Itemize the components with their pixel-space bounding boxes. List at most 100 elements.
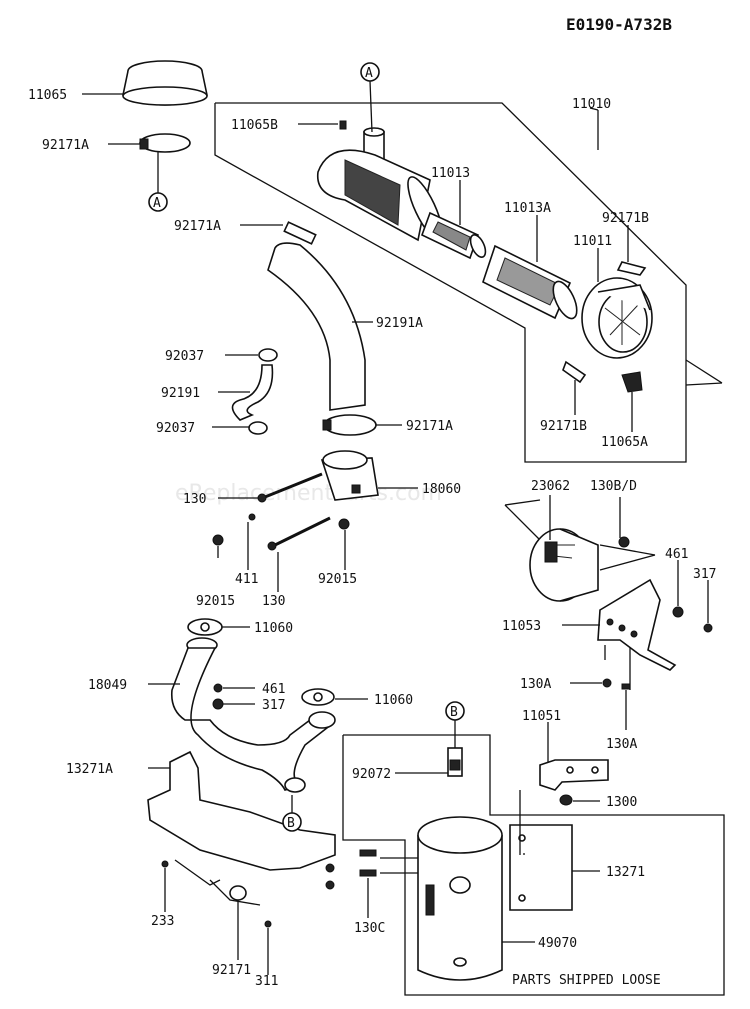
label-461-pipe: 461 — [262, 682, 285, 697]
label-18060: 18060 — [422, 482, 461, 497]
exhaust-group-frame — [174, 859, 261, 906]
part-130a-bolt-upper[interactable] — [602, 678, 612, 688]
part-130-bolt-upper[interactable] — [257, 472, 323, 503]
shipped-loose-note: PARTS SHIPPED LOOSE — [512, 973, 661, 988]
part-13271-plate[interactable] — [509, 824, 573, 911]
label-92015-left: 92015 — [196, 594, 235, 609]
part-317-washer-pipe[interactable] — [212, 698, 224, 710]
part-92171a-clamp-top[interactable] — [139, 133, 191, 153]
part-11065-cap[interactable] — [122, 60, 208, 106]
part-92015-nut-right[interactable] — [338, 518, 350, 530]
part-18060-elbow[interactable] — [320, 450, 379, 501]
part-11051-bracket[interactable] — [539, 759, 609, 791]
part-92171a-clamp-lower[interactable] — [322, 414, 377, 436]
watermark: eReplacementParts.com — [175, 481, 442, 506]
label-130a-upper: 130A — [520, 677, 551, 692]
part-labels: 11065 92171A 11065B 11010 11013 11013A 9… — [28, 88, 716, 989]
label-130-lower: 130 — [262, 594, 285, 609]
label-1300: 1300 — [606, 795, 637, 810]
label-11065: 11065 — [28, 88, 67, 103]
part-92037-clamp-lower[interactable] — [248, 421, 268, 435]
label-92171a-lower: 92171A — [406, 419, 453, 434]
part-130a-bolt-lower[interactable] — [621, 683, 631, 690]
part-461-nut-pipe[interactable] — [213, 683, 223, 693]
part-92171b-clip-upper[interactable] — [616, 261, 647, 276]
label-11065b: 11065B — [231, 118, 278, 133]
label-92191a: 92191A — [376, 316, 423, 331]
part-317-washer-fan[interactable] — [703, 623, 713, 633]
part-92015-nut-left[interactable] — [212, 534, 224, 546]
part-92171b-clip-lower[interactable] — [562, 360, 587, 384]
part-92191-tube[interactable] — [231, 364, 274, 421]
part-1300-bolt[interactable] — [559, 794, 573, 806]
label-11053: 11053 — [502, 619, 541, 634]
part-18049-exhaust-pipe[interactable] — [170, 637, 336, 793]
callout-a-top: A — [360, 62, 380, 133]
label-92072: 92072 — [352, 767, 391, 782]
label-92171b-lower: 92171B — [540, 419, 587, 434]
label-461-fan: 461 — [665, 547, 688, 562]
shipped-loose-frame — [342, 734, 725, 996]
label-317-pipe: 317 — [262, 698, 285, 713]
part-311-bolt[interactable] — [264, 920, 272, 928]
label-317-fan: 317 — [693, 567, 716, 582]
part-11013-inner-filter[interactable] — [421, 211, 489, 260]
label-13271a: 13271A — [66, 762, 113, 777]
label-411: 411 — [235, 572, 258, 587]
part-92171-clamp[interactable] — [229, 885, 247, 901]
svg-text:A: A — [365, 66, 373, 81]
part-92191a-hose[interactable] — [267, 242, 366, 411]
label-49070: 49070 — [538, 936, 577, 951]
label-130c: 130C — [354, 921, 385, 936]
svg-text:B: B — [287, 816, 295, 831]
air-cleaner-group-frame — [214, 102, 723, 463]
part-23062-fan-shroud[interactable] — [529, 528, 599, 602]
label-11013a: 11013A — [504, 201, 551, 216]
part-92037-clamp-upper[interactable] — [258, 348, 278, 362]
part-130-bolt-lower[interactable] — [267, 516, 331, 551]
part-130c-bolts[interactable] — [359, 849, 377, 877]
label-130a-lower: 130A — [606, 737, 637, 752]
svg-text:B: B — [450, 705, 458, 720]
part-11013a-outer-filter[interactable] — [482, 244, 582, 322]
part-11065a-valve[interactable] — [621, 371, 643, 393]
part-411-washer[interactable] — [248, 513, 256, 521]
label-11010: 11010 — [572, 97, 611, 112]
part-11011-cover[interactable] — [581, 277, 653, 359]
callout-b-top: B — [445, 701, 465, 735]
part-92072-fitting[interactable] — [447, 735, 463, 777]
part-92171a-clamp-hose[interactable] — [283, 221, 317, 245]
part-461-nut-fan[interactable] — [672, 606, 684, 618]
label-11013: 11013 — [431, 166, 470, 181]
callout-b-left: B — [282, 795, 302, 832]
drawing-code: E0190-A732B — [566, 15, 672, 34]
label-130-upper: 130 — [183, 492, 206, 507]
label-11060-upper: 11060 — [254, 621, 293, 636]
label-23062: 23062 — [531, 479, 570, 494]
label-92171a: 92171A — [42, 138, 89, 153]
label-92037-upper: 92037 — [165, 349, 204, 364]
part-11060-gasket-right[interactable] — [301, 688, 335, 706]
leader-lines — [82, 93, 709, 975]
part-11053-bracket[interactable] — [597, 578, 677, 671]
part-13271a-heat-shield[interactable] — [147, 750, 336, 890]
svg-text:A: A — [153, 196, 161, 211]
label-92037-lower: 92037 — [156, 421, 195, 436]
part-49070-tank[interactable] — [417, 816, 503, 981]
callout-a-left: A — [148, 152, 168, 212]
label-311: 311 — [255, 974, 278, 989]
label-92171a-hose: 92171A — [174, 219, 221, 234]
label-92191: 92191 — [161, 386, 200, 401]
part-130bd-bolt[interactable] — [618, 536, 630, 548]
label-233: 233 — [151, 914, 174, 929]
label-11060-right: 11060 — [374, 693, 413, 708]
part-233-screw[interactable] — [161, 860, 169, 868]
label-13271: 13271 — [606, 865, 645, 880]
label-11051: 11051 — [522, 709, 561, 724]
label-11065a: 11065A — [601, 435, 648, 450]
label-18049: 18049 — [88, 678, 127, 693]
label-130bd: 130B/D — [590, 479, 637, 494]
label-92171b: 92171B — [602, 211, 649, 226]
part-11060-gasket-upper[interactable] — [187, 618, 223, 636]
